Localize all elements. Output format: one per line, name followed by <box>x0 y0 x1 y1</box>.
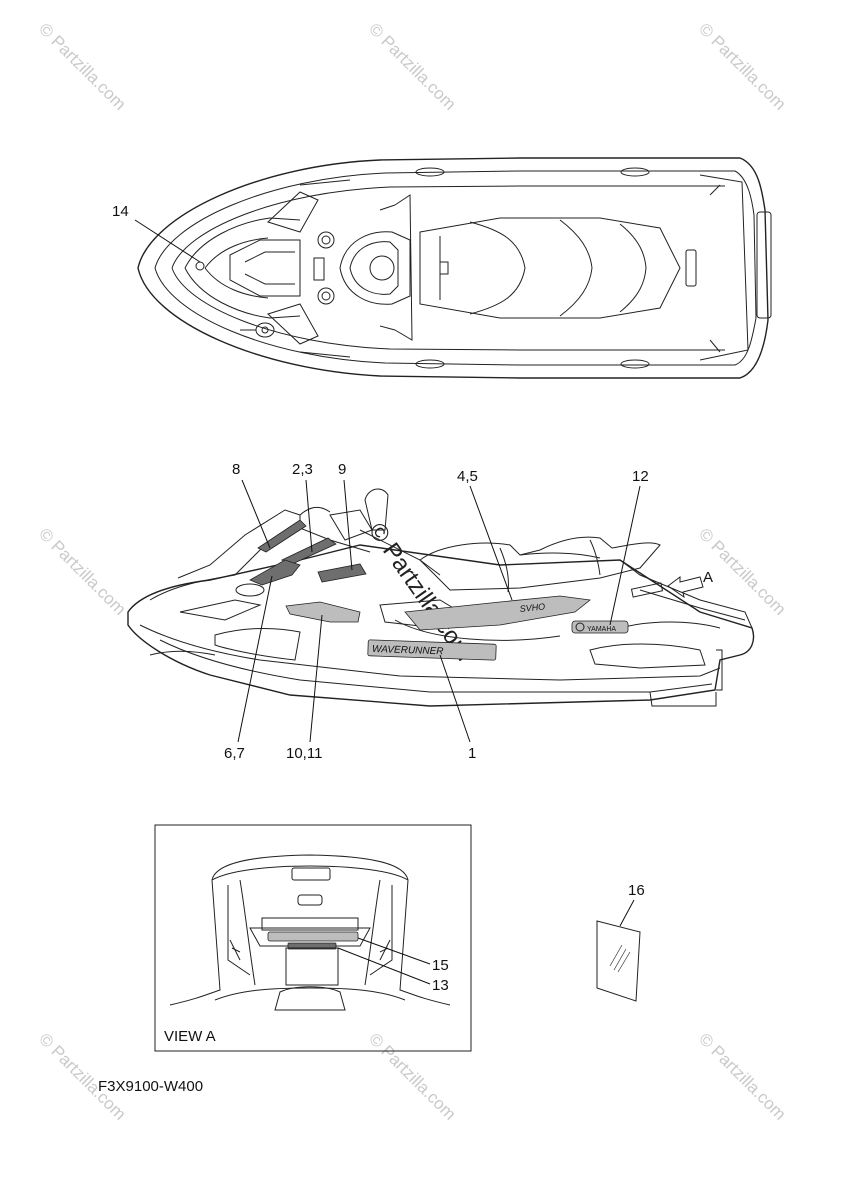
leader-12 <box>609 485 641 626</box>
view-a-box <box>154 824 472 1052</box>
view-a-label: VIEW A <box>164 1028 216 1045</box>
leader-9 <box>343 479 353 571</box>
callout-16: 16 <box>628 882 645 899</box>
leader-10-11 <box>309 614 323 743</box>
callout-9: 9 <box>338 461 346 478</box>
decal-1 <box>367 639 497 661</box>
watermark-bottom-left: © Partzilla.com <box>35 1029 129 1123</box>
decal-waverunner-text: WAVERUNNER <box>372 644 444 657</box>
decal-8 <box>257 519 307 553</box>
callout-1: 1 <box>468 745 476 762</box>
decal-yamaha-text: YAMAHA <box>587 626 616 633</box>
leader-2-3 <box>305 479 313 553</box>
callout-14: 14 <box>112 203 129 220</box>
leader-14 <box>134 219 201 263</box>
decal-10-11 <box>285 601 361 623</box>
figure-code: F3X9100-W400 <box>98 1078 203 1095</box>
callout-15: 15 <box>432 957 449 974</box>
top-view-drawing <box>137 157 772 379</box>
item-16-sheet <box>596 920 641 1002</box>
decal-svho-text: SVHO <box>519 601 545 614</box>
leader-1 <box>439 654 471 743</box>
leader-13 <box>337 947 431 985</box>
leader-15 <box>357 937 431 965</box>
leader-16 <box>619 899 635 927</box>
callout-13: 13 <box>432 977 449 994</box>
watermark-top-center: © Partzilla.com <box>365 19 459 113</box>
decal-4-5 <box>404 595 591 631</box>
decal-9 <box>317 563 367 583</box>
leader-6-7 <box>237 575 273 743</box>
callout-10-11: 10,11 <box>286 745 322 762</box>
decal-12 <box>571 620 629 634</box>
watermark-top-left: © Partzilla.com <box>35 19 129 113</box>
callout-4-5: 4,5 <box>457 468 478 485</box>
leader-4-5 <box>469 485 513 601</box>
decal-15 <box>267 931 359 942</box>
callout-a: A <box>703 569 713 586</box>
watermark-bottom-right: © Partzilla.com <box>695 1029 789 1123</box>
decal-6-7 <box>249 559 301 586</box>
callout-12: 12 <box>632 468 649 485</box>
view-a-arrow <box>667 576 704 599</box>
callout-6-7: 6,7 <box>224 745 245 762</box>
callout-8: 8 <box>232 461 240 478</box>
leader-8 <box>241 479 271 549</box>
watermark-bottom-center: © Partzilla.com <box>365 1029 459 1123</box>
watermark-mid-left: © Partzilla.com <box>35 524 129 618</box>
side-view-drawing: SVHO YAMAHA WAVERUNNER <box>127 488 755 707</box>
decal-2-3 <box>281 537 337 566</box>
watermark-top-right: © Partzilla.com <box>695 19 789 113</box>
callout-2-3: 2,3 <box>292 461 313 478</box>
